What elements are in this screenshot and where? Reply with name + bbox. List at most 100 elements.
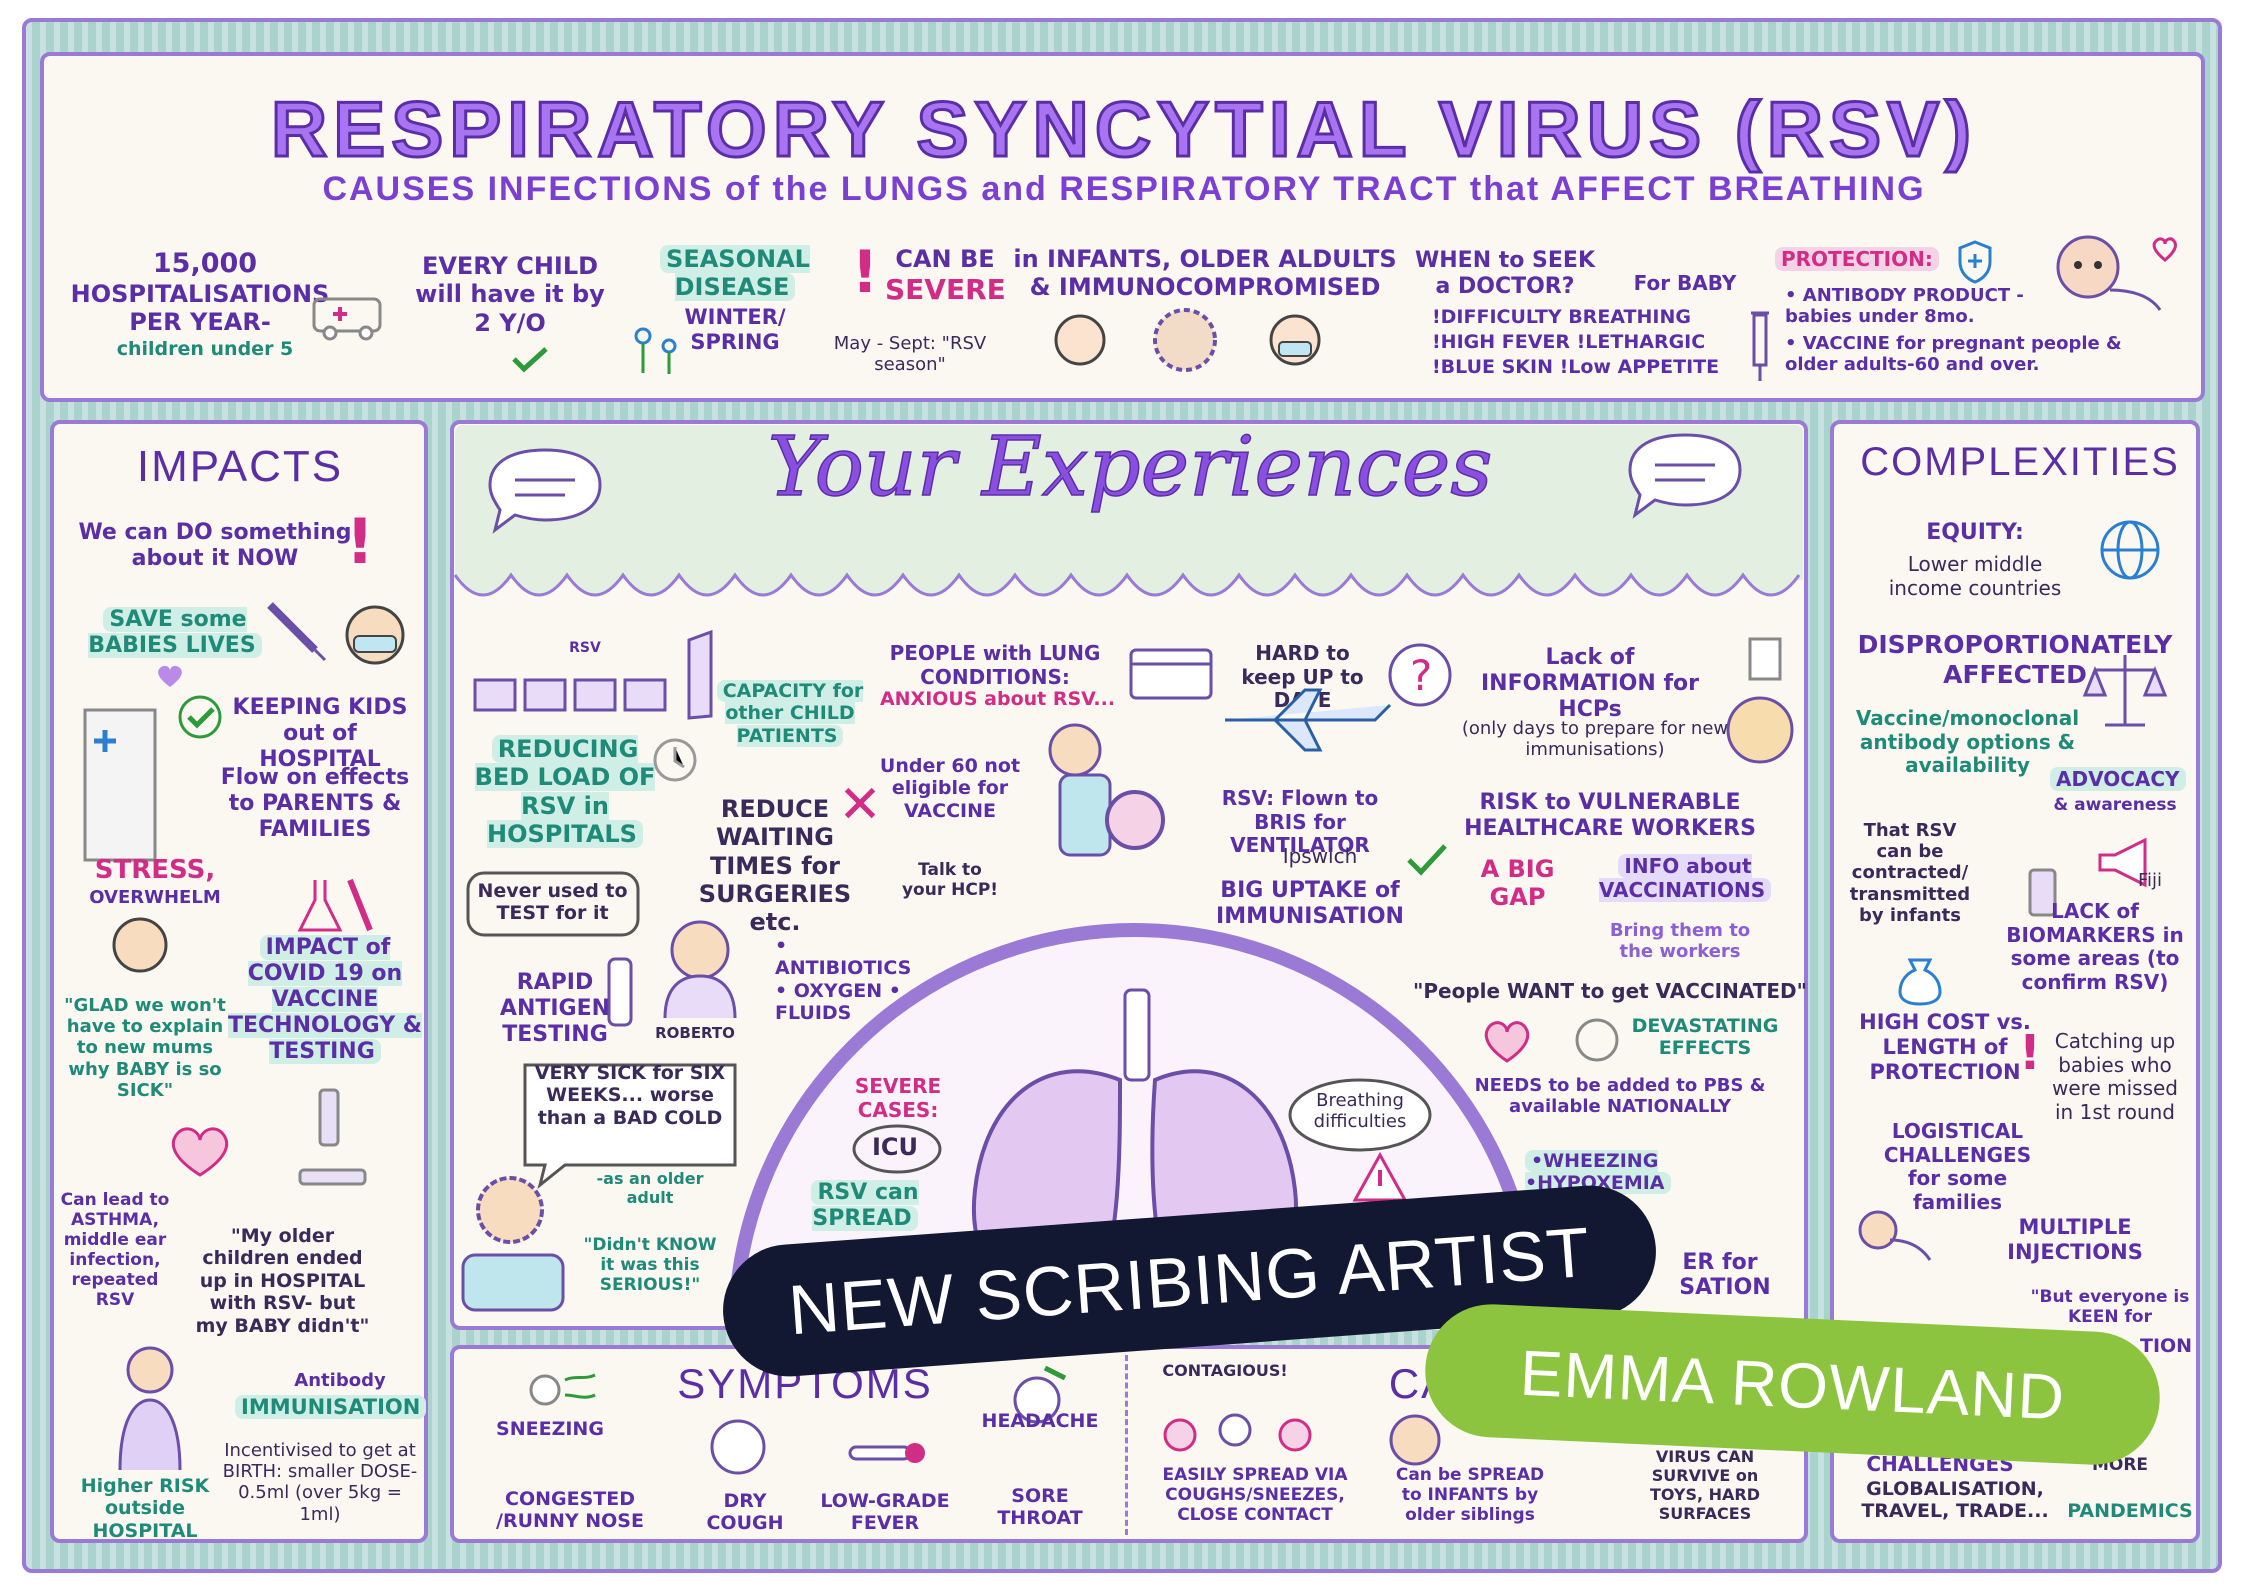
- baby-icon: [1858, 1210, 1932, 1261]
- sibling-faces-icon: [1389, 1414, 1441, 1466]
- sick-person-icon: [461, 1176, 565, 1312]
- comp-globalisation: GLOBALISATION, TRAVEL, TRADE...: [1861, 1478, 2049, 1523]
- microscope-icon: [298, 1088, 367, 1186]
- experiences-header-band: [455, 425, 1803, 580]
- hosp-sub: children under 5: [116, 338, 294, 360]
- impacts-exclaim-icon: !: [345, 505, 375, 578]
- exp-under60: Under 60 not eligible for VACCINE: [879, 755, 1021, 822]
- impacts-older-children: "My older children ended up in HOSPITAL …: [195, 1225, 370, 1337]
- comp-dispro: DISPROPORTIONATELY AFFECTED: [1857, 630, 2173, 689]
- symptom-line-3: !BLUE SKIN !Low APPETITE: [1432, 356, 1720, 378]
- vaccine-vial-icon: [2028, 868, 2057, 917]
- breathing-bubble: [1288, 1078, 1432, 1152]
- document-icon: [1748, 637, 1782, 681]
- money-bag-icon: [1898, 958, 1942, 1006]
- lab-flask-icon: [297, 878, 373, 932]
- broken-heart-icon: [171, 1127, 229, 1177]
- shield-icon: [1958, 240, 1992, 284]
- flower-icon: [634, 327, 677, 374]
- scallop-border: [453, 572, 1801, 597]
- headache-face-icon: [1013, 1365, 1067, 1424]
- question-bubble-icon: ?: [1388, 643, 1452, 707]
- in-infants: in INFANTS, OLDER ALDULTS & IMMUNOCOMPRO…: [1013, 245, 1397, 302]
- exp-antibiotics: • ANTIBIOTICS • OXYGEN • FLUIDS: [775, 935, 912, 1025]
- impacts-asthma: Can lead to ASTHMA, middle ear infection…: [60, 1190, 170, 1311]
- exp-people-want: "People WANT to get VACCINATED": [1412, 979, 1808, 1003]
- may-sept: May - Sept: "RSV season": [833, 333, 987, 376]
- hospital-building-icon: [83, 708, 157, 862]
- plane-icon: [1225, 688, 1392, 752]
- protection: PROTECTION:: [1775, 247, 1939, 272]
- cause-spread-infants: Can be SPREAD to INFANTS by older siblin…: [1395, 1465, 1545, 1526]
- impacts-keeping: KEEPING KIDS out of HOSPITAL: [232, 695, 408, 772]
- masked-face-icon: [1269, 314, 1321, 366]
- exp-hard-keep: HARD to keep UP to DATE: [1241, 641, 1364, 712]
- exp-rsv-label: RSV: [569, 640, 601, 656]
- broken-heart-icon-2: [1484, 1021, 1530, 1063]
- door-icon: [687, 629, 713, 720]
- exp-very-sick: VERY SICK for SIX WEEKS... worse than a …: [534, 1062, 726, 1129]
- severe: SEVERE: [885, 273, 1006, 306]
- protection-2: • VACCINE for pregnant people & older ad…: [1785, 333, 2122, 376]
- exp-waiting: REDUCE WAITING TIMES for SURGERIES etc.: [698, 795, 852, 937]
- speech-bubble-very-sick: [523, 1063, 737, 1189]
- infant-face-icon: [1054, 314, 1106, 366]
- exp-flown: RSV: Flown to BRIS for VENTILATOR: [1221, 786, 1379, 858]
- can-be: CAN BE: [895, 245, 995, 273]
- exp-rapid: RAPID ANTIGEN TESTING: [499, 970, 611, 1047]
- globe-icon: [2100, 520, 2160, 580]
- impacts-immunisation: IMMUNISATION: [235, 1395, 427, 1420]
- comp-equity: EQUITY:: [1926, 520, 2024, 545]
- exp-never-used: Never used to TEST for it: [477, 880, 628, 925]
- exp-anxious: ANXIOUS about RSV...: [879, 688, 1116, 710]
- sad-face-icon: [1575, 1018, 1619, 1062]
- hosp-number: 15,000: [152, 248, 258, 279]
- baby-crawling-icon: [2056, 235, 2162, 311]
- calendar-icon: [1129, 648, 1213, 700]
- impacts-heading: IMPACTS: [136, 442, 344, 491]
- sym-congested: CONGESTED /RUNNY NOSE: [496, 1488, 644, 1533]
- clock-icon: [653, 738, 697, 782]
- hospital-beds-icon: [473, 678, 667, 712]
- comp-exclaim-icon: !: [2019, 1025, 2041, 1081]
- exclamation-icon: !: [851, 238, 879, 306]
- exp-capacity: CAPACITY for other CHILD PATIENTS: [715, 680, 865, 747]
- warning-icon: [1352, 1151, 1408, 1202]
- exp-icu: ICU: [871, 1133, 919, 1161]
- check-icon: [512, 347, 548, 373]
- exp-needs-pbs: NEEDS to be added to PBS & available NAT…: [1474, 1075, 1766, 1118]
- comp-fiji: Fiji: [2137, 870, 2163, 891]
- icu-bubble: [852, 1124, 942, 1174]
- impacts-do-now: We can DO something about it NOW: [78, 520, 352, 571]
- scale-icon: [2082, 655, 2168, 727]
- exp-roberto: ROBERTO: [655, 1024, 735, 1042]
- check-icon-2: [1407, 844, 1447, 876]
- mother-baby-icon: [118, 1346, 182, 1471]
- exp-info-vacc: INFO about VACCINATIONS: [1585, 854, 1785, 902]
- older-adult-face-icon: [1153, 308, 1217, 372]
- heart-icon-2: [158, 665, 182, 687]
- person-magnifier-icon: [1048, 723, 1165, 857]
- comp-awareness: & awareness: [2053, 795, 2177, 815]
- heart-icon: [2152, 237, 2177, 262]
- roberto-avatar-icon: [663, 920, 737, 1019]
- cause-easily: EASILY SPREAD VIA COUGHS/SNEEZES, CLOSE …: [1162, 1465, 1348, 1526]
- cough-face-icon: [710, 1419, 766, 1475]
- impacts-stress: STRESS,: [94, 855, 216, 885]
- cross-icon: ✕: [838, 775, 882, 835]
- comp-logistical: LOGISTICAL CHALLENGES for some families: [1883, 1119, 2032, 1214]
- sym-sneezing: SNEEZING: [496, 1418, 604, 1440]
- svg-text:?: ?: [1410, 651, 1432, 700]
- check-badge-icon: [178, 695, 222, 739]
- artist-name-label: EMMA ROWLAND: [1518, 1336, 2067, 1433]
- comp-multiple: MULTIPLE INJECTIONS: [2007, 1215, 2143, 1264]
- exp-ipswich: Ipswich: [1282, 844, 1358, 868]
- exp-only-days: (only days to prepare for new immunisati…: [1461, 718, 1729, 761]
- for-baby: For BABY: [1633, 271, 1737, 295]
- symptom-line-1: !DIFFICULTY BREATHING: [1432, 306, 1691, 328]
- symptom-line-2: !HIGH FEVER !LETHARGIC: [1432, 331, 1706, 353]
- cause-contagious: CONTAGIOUS!: [1162, 1361, 1288, 1380]
- impacts-overwhelm: OVERWHELM: [89, 887, 221, 908]
- comp-but-everyone: "But everyone is KEEN for: [2030, 1287, 2190, 1328]
- experiences-heading: Your Experiences: [767, 419, 1493, 516]
